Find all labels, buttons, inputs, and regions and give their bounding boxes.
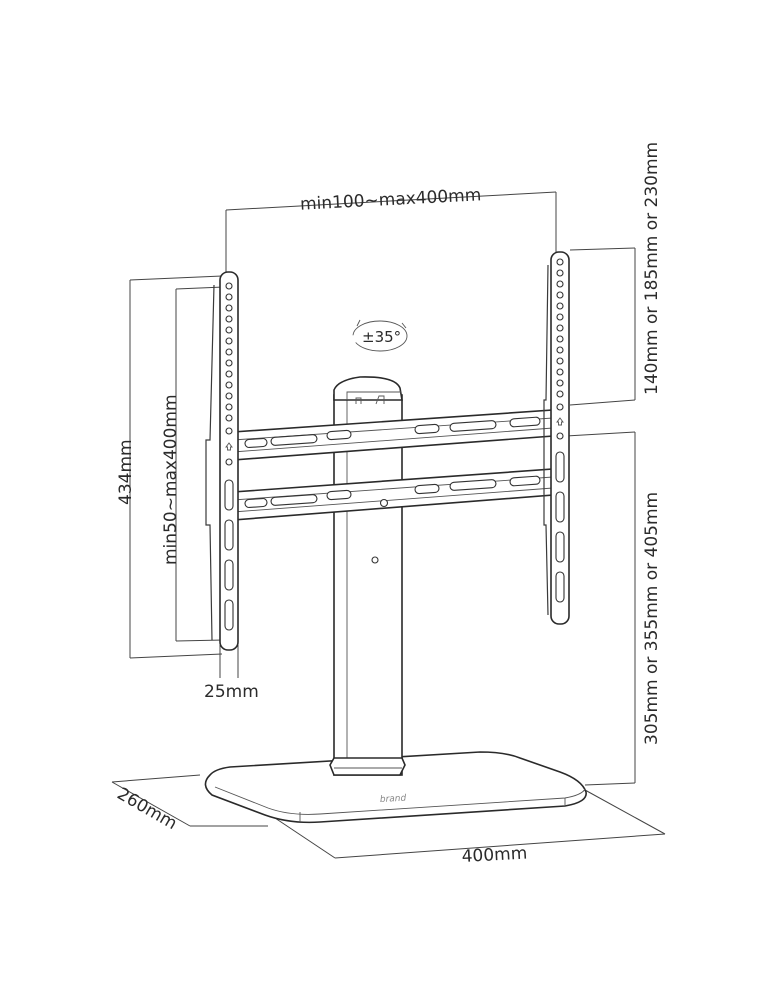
right-arm-holes <box>555 258 565 603</box>
arm-height-dimension: 434mm <box>116 275 223 659</box>
top-offset-label: 140mm or 185mm or 230mm <box>642 142 662 395</box>
top-offset-dimension: 140mm or 185mm or 230mm <box>569 142 662 406</box>
base-width-label: 400mm <box>461 844 528 867</box>
swivel-label: ±35° <box>362 328 401 346</box>
left-arm-holes <box>224 282 234 631</box>
stand-column <box>329 376 406 776</box>
left-mounting-arm <box>205 271 239 651</box>
right-mounting-arm <box>543 251 570 625</box>
base-logo: brand <box>380 794 407 805</box>
swivel-indicator: ±35° <box>352 319 408 352</box>
arm-width-dimension: 25mm <box>204 645 259 702</box>
vesa-vertical-dimension: min50~max400mm <box>161 286 225 642</box>
vesa-vertical-label: min50~max400mm <box>161 394 181 565</box>
base-depth-label: 260mm <box>114 784 181 834</box>
horizontal-rail-lower <box>232 468 554 521</box>
arm-width-label: 25mm <box>204 682 259 702</box>
vesa-horizontal-dimension: min100~max400mm <box>225 185 557 282</box>
mount-height-dimension: 305mm or 355mm or 405mm <box>565 431 662 786</box>
vesa-horizontal-label: min100~max400mm <box>300 185 482 214</box>
arm-height-label: 434mm <box>116 439 136 505</box>
base-width-dimension: 400mm <box>265 789 666 867</box>
mount-height-label: 305mm or 355mm or 405mm <box>642 492 662 745</box>
